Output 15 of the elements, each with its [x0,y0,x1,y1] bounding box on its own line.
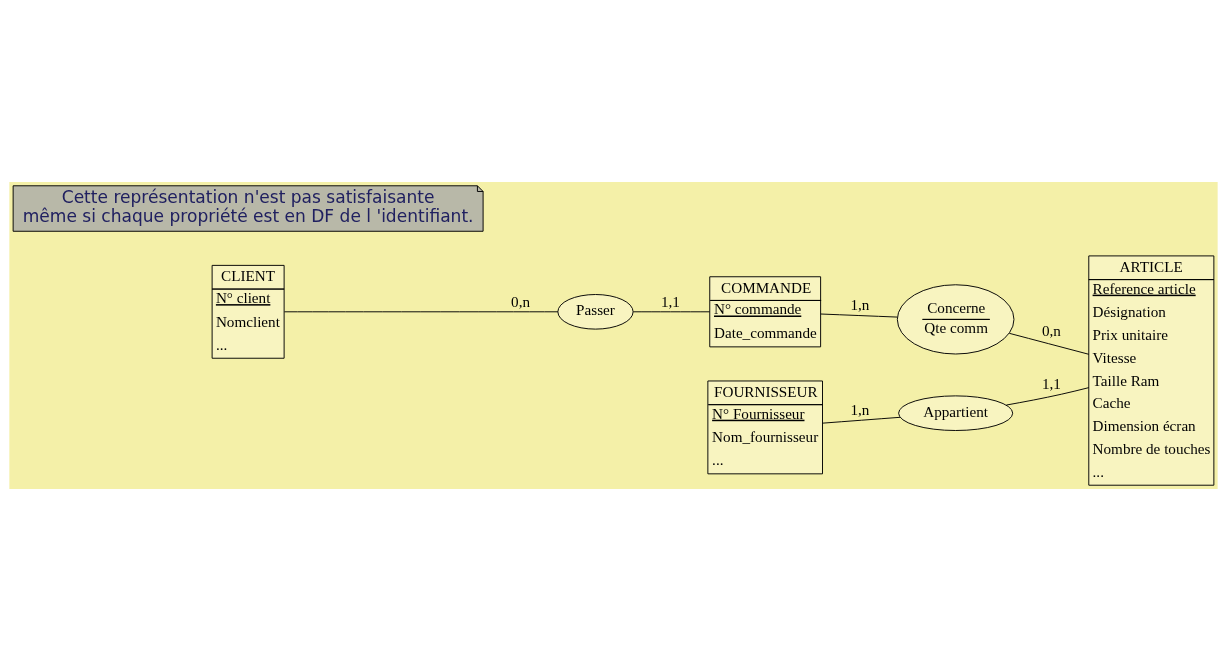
node-ellipse: Passer [557,294,634,330]
edge-label: 1,1 [1041,375,1061,393]
edge-label: 0,n [511,292,531,310]
edge-label: 1,n [850,295,870,313]
connector [1005,387,1090,406]
connector [1008,332,1090,355]
edge-label: 0,n [1041,322,1061,340]
connector [820,313,898,318]
node-ellipse: Appartient [898,395,1014,431]
edge-label: 1,1 [660,292,680,310]
connector [632,311,711,313]
node-ellipse: Concerne Qte comm [896,284,1015,355]
edge-label: 1,n [850,400,870,418]
connector [283,311,559,313]
connector [822,416,901,424]
